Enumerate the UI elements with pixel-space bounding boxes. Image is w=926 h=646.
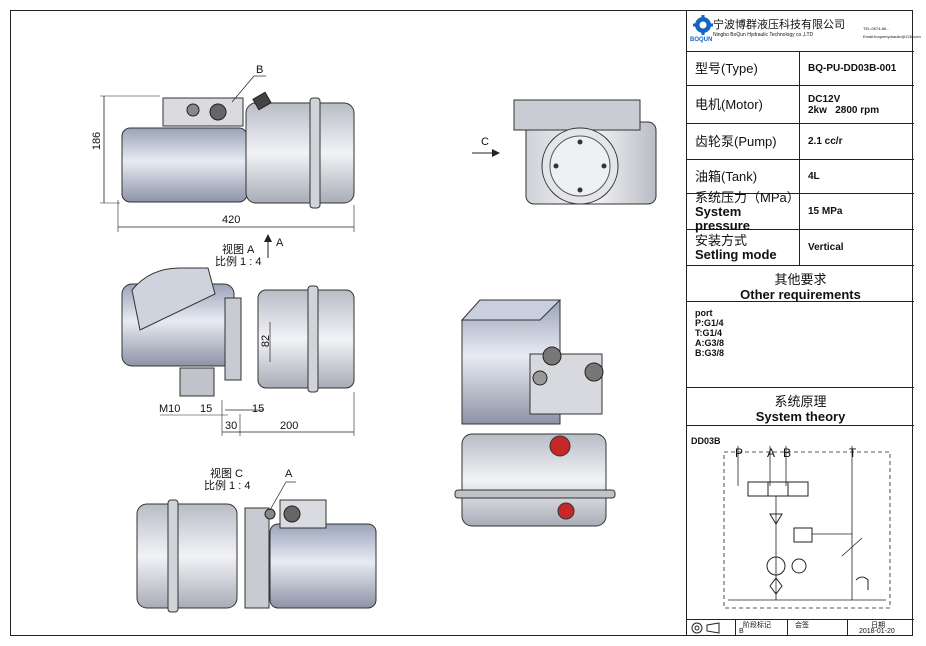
other-requirements-body: port P:G1/4 T:G1/4 A:G3/8 B:G3/8 [687,302,914,388]
spec-row-pump: 齿轮泵(Pump) 2.1 cc/r [687,124,914,160]
footer-row: 阶段标记 B 会签 日期 2018-01-20 [687,620,914,636]
dim-30-label: 30 [225,420,238,432]
port-note-line: port [695,308,713,318]
spec-row-pressure: 系统压力（MPa） System pressure 15 MPa [687,190,914,232]
side-view-drawing [100,75,891,613]
drawing-sheet-border [10,10,913,636]
company-name-cn: 宁波博群液压科技有限公司 [713,19,845,31]
company-contact-1: TEL:0574-86... [863,26,890,31]
company-header: BOQUN 宁波博群液压科技有限公司 Ningbo BoQun Hydrauli… [687,10,921,52]
stage-mark-value: B [739,628,744,635]
boqun-logo-icon [693,15,713,35]
logo-text: BOQUN [690,37,713,43]
view-a-arrow-label: A [276,237,284,249]
port-note-line: T:G1/4 [695,328,723,338]
dim-15-label: 15 [252,403,265,415]
projection-symbol-icon [691,622,720,634]
dim-200-label: 200 [280,420,299,432]
view-c-scale: 比例 1 : 4 [204,480,251,492]
title-block: BOQUN 宁波博群液压科技有限公司 Ningbo BoQun Hydrauli… [686,10,921,636]
system-theory-header: 系统原理 System theory [687,388,914,426]
spec-value: 15 MPa [808,206,843,217]
spec-row-motor: 电机(Motor) DC12V 2kw 2800 rpm [687,86,914,124]
spec-label: 系统压力（MPa） System pressure [687,190,800,232]
spec-label: 齿轮泵(Pump) [687,124,800,159]
spec-label: 油箱(Tank) [687,160,800,193]
dim-82-label: 82 [260,334,273,348]
date-label: 日期 [871,622,885,629]
spec-row-type: 型号(Type) BQ-PU-DD03B-001 [687,52,914,86]
port-label-b: B [783,446,792,460]
dim-depth-label: 15 [200,403,213,415]
spec-value: 4L [808,171,820,182]
spec-label: 型号(Type) [687,52,800,85]
system-theory-diagram: DD03B P A B T [687,426,914,620]
port-note-line: P:G1/4 [695,318,724,328]
spec-value: Vertical [808,242,844,253]
sign-label: 会签 [795,622,809,629]
other-requirements-header: 其他要求 Other requirements [687,266,914,302]
port-note-line: B:G3/8 [695,348,725,358]
stage-mark-label: 阶段标记 [743,622,771,629]
dim-length-label: 420 [222,214,241,226]
spec-value: BQ-PU-DD03B-001 [808,63,897,74]
dim-height-label: 186 [91,131,104,151]
spec-label: 安装方式 Setling mode [687,230,800,265]
port-note-line: A:G3/8 [695,338,725,348]
spec-row-tank: 油箱(Tank) 4L [687,160,914,194]
spec-label: 电机(Motor) [687,86,800,123]
dim-thread-label: M10 [159,403,181,415]
spec-value: DC12V 2kw 2800 rpm [808,93,880,116]
label-a: A [285,468,293,480]
view-c-title: 视图 C [210,468,243,480]
other-requirements-title: 其他要求 Other requirements [740,272,861,302]
view-c-arrow-label: C [481,136,489,148]
port-label-t: T [849,446,857,460]
system-theory-title: 系统原理 System theory [755,394,846,424]
company-contact-2: Email:boqunhydraulic@126.com [863,34,921,39]
spec-row-mounting: 安装方式 Setling mode Vertical [687,230,914,266]
port-label-p: P [735,446,744,460]
schematic-code: DD03B [691,436,721,446]
label-b: B [256,64,264,76]
port-label-a: A [767,446,776,460]
view-a-scale: 比例 1 : 4 [215,256,262,268]
spec-value: 2.1 cc/r [808,136,843,147]
view-a-title: 视图 A [222,244,255,256]
company-name-en: Ningbo BoQun Hydraulic Technology co.,LT… [713,32,814,38]
date-value: 2018-01-20 [859,628,895,635]
